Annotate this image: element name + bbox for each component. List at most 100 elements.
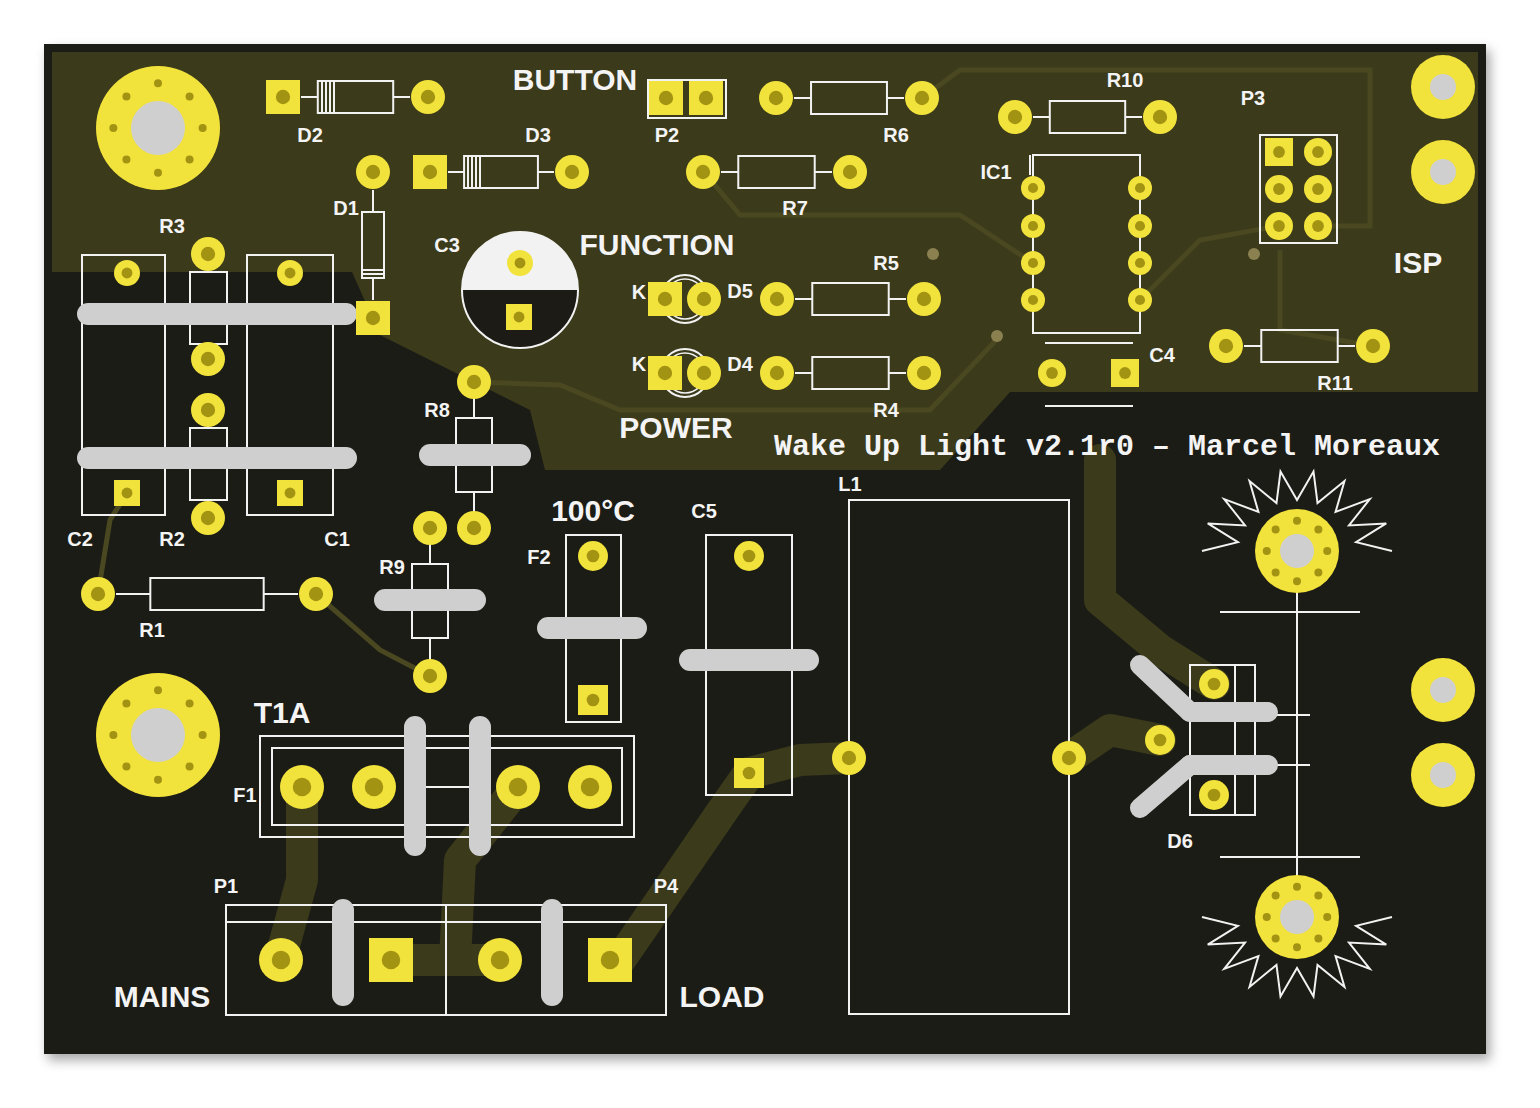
silkscreen-caption: MAINS [114,982,211,1012]
silkscreen-line [721,171,738,173]
via [122,156,130,164]
mounting-hole [1411,140,1475,204]
drill-hole [515,258,526,269]
drill-hole [1366,339,1380,353]
copper-pour [52,52,1478,470]
reference-designator: L1 [838,474,861,494]
drill-hole [1028,183,1038,193]
reference-designator: D6 [1167,831,1193,851]
drill-hole [581,778,599,796]
round-pad [507,250,533,276]
round-pad [1128,251,1152,275]
silkscreen-line [815,171,832,173]
via [1272,526,1280,534]
silkscreen-outline [811,82,887,114]
silkscreen-line [795,298,812,300]
round-pad [734,541,764,571]
round-pad [191,501,225,535]
round-pad [998,100,1032,134]
capacitor-marking [462,232,578,290]
round-pad [1128,288,1152,312]
reference-designator: IC1 [980,162,1011,182]
drill-hole [743,767,756,780]
drill-hole [467,521,481,535]
silkscreen-caption: T1A [254,698,311,728]
copper-trace [280,787,302,960]
round-pad [1021,214,1045,238]
via [927,248,939,260]
mounting-drill [1430,74,1456,100]
silkscreen-line [325,81,327,113]
drill-hole [421,90,435,104]
round-pad [299,577,333,611]
pcb-board [44,44,1486,1054]
reference-designator: R11 [1317,373,1353,393]
silkscreen-line [1045,405,1133,407]
reference-designator: R10 [1107,70,1144,90]
reference-designator: D2 [297,125,323,145]
round-pad [1209,329,1243,363]
silkscreen-outline [1190,665,1255,815]
via [1248,248,1260,260]
via [1272,892,1280,900]
reference-designator: K [632,282,646,302]
drill-hole [917,366,931,380]
mounting-hole [1255,509,1339,593]
round-pad [411,80,445,114]
drill-hole [1273,183,1285,195]
silkscreen-line [795,372,812,374]
reference-designator: K [632,354,646,374]
reference-designator: F2 [527,547,550,567]
reference-designator: R2 [159,529,185,549]
drill-hole [565,165,579,179]
silkscreen-line [429,638,431,660]
silkscreen-outline [1033,155,1140,333]
round-pad [191,342,225,376]
capacitor-outline [462,232,578,348]
drill-hole [699,91,713,105]
reference-designator: R3 [159,216,185,236]
round-pad [280,765,324,809]
signal-trace [704,172,1033,263]
mounting-drill [131,708,185,762]
silkscreen-line [429,544,431,564]
drill-hole [659,91,673,105]
silkscreen-line [889,298,906,300]
via [154,79,162,87]
copper-trace [620,773,749,960]
silkscreen-line [372,190,374,212]
drill-hole [366,311,380,325]
square-pad [1111,359,1139,387]
reference-designator: R6 [883,125,909,145]
drill-hole [1062,751,1076,765]
silkscreen-outline [1260,135,1337,243]
silkscreen-line [301,96,318,98]
reference-designator: R9 [379,557,405,577]
drill-hole [423,165,437,179]
drill-hole [1028,221,1038,231]
round-pad [356,155,390,189]
drill-hole [366,165,380,179]
via [1272,934,1280,942]
mounting-hole [96,66,220,190]
via [186,156,194,164]
reference-designator: C5 [691,501,717,521]
mounting-drill [1430,762,1456,788]
drill-hole [697,292,711,306]
silkscreen-line [333,81,335,113]
drill-hole [1135,183,1145,193]
mounting-hole [1411,743,1475,807]
reference-designator: P4 [654,876,678,896]
square-pad [578,685,608,715]
silkscreen-line [538,171,554,173]
silkscreen-outline [738,156,814,188]
via [199,124,207,132]
silkscreen-line [473,492,475,512]
silkscreen-line [1234,665,1236,815]
round-pad [1265,175,1293,203]
round-pad [1021,176,1045,200]
via [1293,943,1301,951]
via [199,731,207,739]
via [1263,913,1271,921]
